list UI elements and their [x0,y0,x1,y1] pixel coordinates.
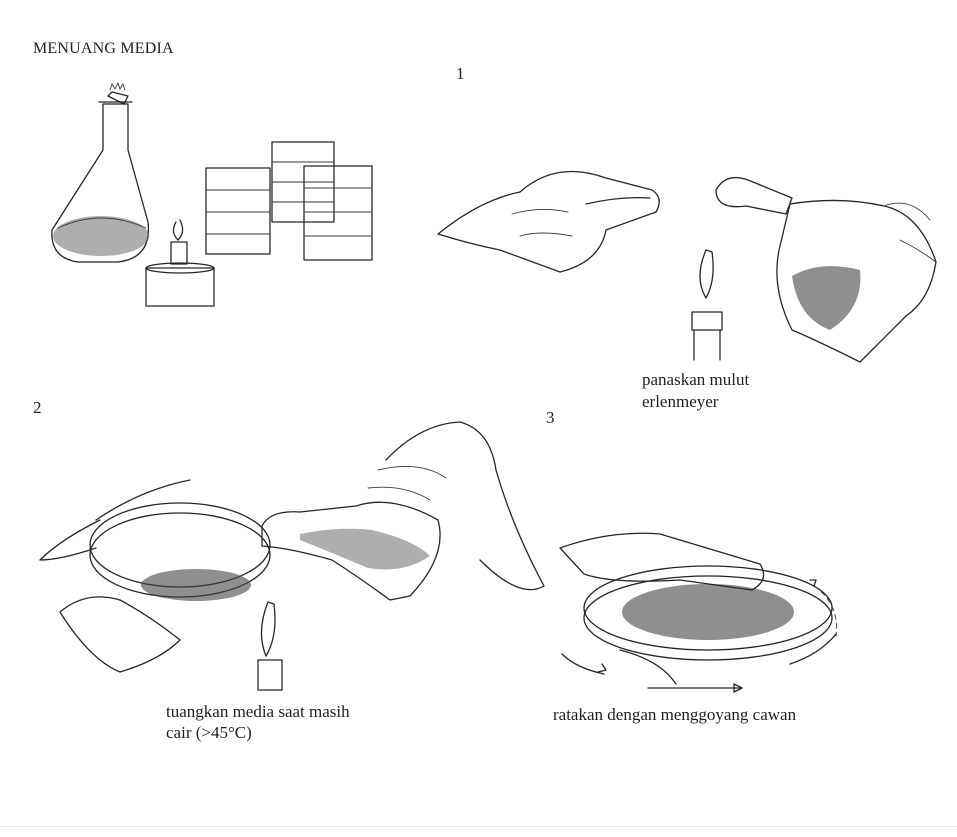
page-title: MENUANG MEDIA [33,39,174,59]
step-2-caption-line-2: cair (>45°C) [166,722,350,743]
bunsen-burner-drawing [146,220,214,306]
step-1-number: 1 [456,64,465,84]
step-1-caption-line-1: panaskan mulut [642,369,749,391]
step-1-caption: panaskan mulut erlenmeyer [642,369,749,413]
step-2-caption-line-1: tuangkan media saat masih [166,701,350,722]
hands-holding-petri-dish-drawing [40,480,270,672]
burner-flame-drawing [692,250,722,360]
step-1-caption-line-2: erlenmeyer [642,391,749,413]
hand-holding-flask-drawing [716,178,936,362]
erlenmeyer-flask-drawing [52,83,149,262]
petri-dish-stacks-drawing [206,142,372,260]
hands-removing-plug-drawing [438,172,659,272]
pouring-flask-drawing [262,422,544,600]
step-3-caption: ratakan dengan menggoyang cawan [553,705,796,725]
bottom-divider [0,826,957,827]
hand-swirling-dish-drawing [560,533,837,692]
pouring-burner-drawing [258,602,282,690]
step-2-number: 2 [33,398,42,418]
step-3-number: 3 [546,408,555,428]
step-2-caption: tuangkan media saat masih cair (>45°C) [166,701,350,743]
